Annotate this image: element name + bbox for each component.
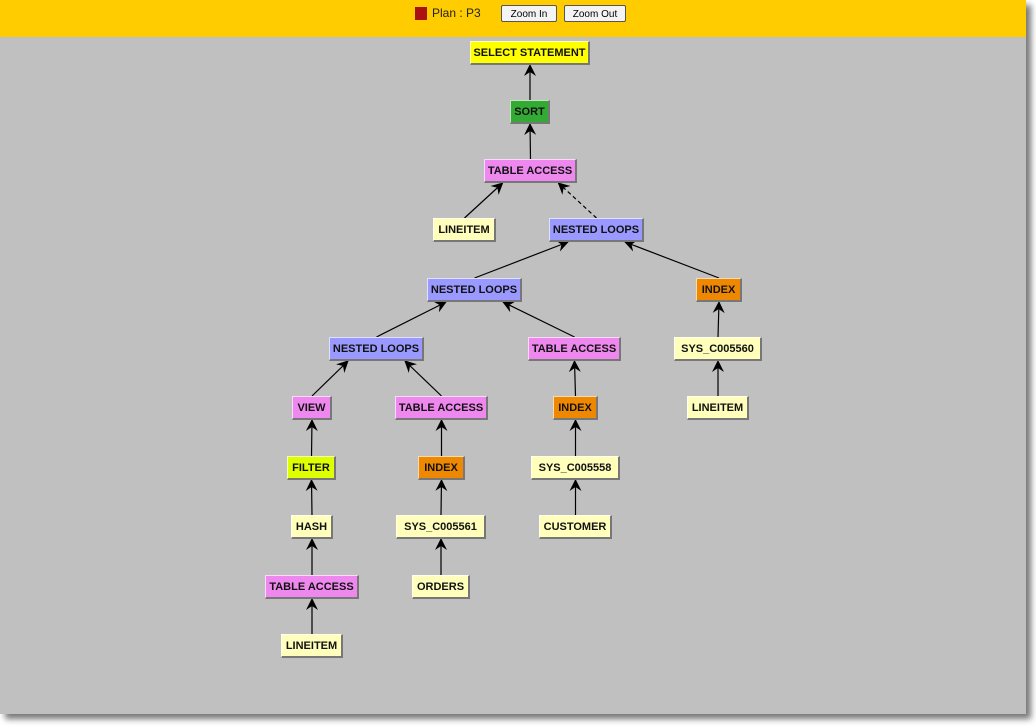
edge-arrow (305, 419, 318, 457)
edge-arrow (624, 240, 720, 279)
plan-node-lineitem[interactable]: LINEITEM (687, 396, 749, 420)
edge-arrow (376, 301, 447, 338)
plan-node-nested-loops[interactable]: NESTED LOOPS (329, 337, 424, 361)
edge-arrow (502, 301, 575, 338)
plan-node-table-access[interactable]: TABLE ACCESS (395, 396, 488, 420)
plan-node-table-access[interactable]: TABLE ACCESS (528, 337, 621, 361)
plan-window: Plan : P3 Zoom In Zoom Out SELECT STATEM… (0, 0, 1026, 714)
plan-color-swatch (415, 7, 427, 20)
plan-node-nested-loops[interactable]: NESTED LOOPS (549, 218, 644, 242)
plan-node-filter[interactable]: FILTER (287, 456, 336, 480)
plan-node-index[interactable]: INDEX (418, 456, 465, 480)
plan-node-view[interactable]: VIEW (292, 396, 332, 420)
edge-arrow (435, 479, 448, 516)
edge-arrow (474, 240, 569, 279)
edge-arrow (311, 360, 349, 397)
plan-node-table-access[interactable]: TABLE ACCESS (265, 575, 359, 599)
plan-node-lineitem[interactable]: LINEITEM (433, 218, 496, 242)
edge-arrow (557, 182, 597, 219)
edge-arrow (464, 182, 504, 219)
edge-arrow (712, 301, 725, 338)
plan-node-hash[interactable]: HASH (291, 515, 333, 539)
edge-arrow (524, 123, 537, 160)
plan-node-sort[interactable]: SORT (510, 100, 550, 124)
plan-node-nested-loops[interactable]: NESTED LOOPS (427, 278, 522, 302)
plan-node-select-statement[interactable]: SELECT STATEMENT (470, 41, 590, 65)
plan-node-sys-c005561[interactable]: SYS_C005561 (396, 515, 486, 539)
plan-node-index[interactable]: INDEX (553, 396, 598, 420)
plan-node-index[interactable]: INDEX (696, 278, 742, 302)
plan-node-sys-c005560[interactable]: SYS_C005560 (674, 337, 762, 361)
zoom-out-button[interactable]: Zoom Out (564, 5, 626, 22)
plan-node-table-access[interactable]: TABLE ACCESS (484, 159, 577, 183)
edge-arrow (568, 360, 581, 397)
plan-node-orders[interactable]: ORDERS (412, 575, 470, 599)
plan-edges (305, 64, 725, 634)
edge-arrow (305, 479, 318, 516)
plan-label: Plan : P3 (432, 6, 481, 20)
plan-node-sys-c005558[interactable]: SYS_C005558 (531, 456, 620, 480)
toolbar: Plan : P3 Zoom In Zoom Out (0, 0, 1026, 37)
plan-node-lineitem[interactable]: LINEITEM (281, 634, 343, 658)
plan-node-customer[interactable]: CUSTOMER (539, 515, 612, 539)
edge-arrow (404, 360, 442, 397)
zoom-in-button[interactable]: Zoom In (501, 5, 557, 22)
